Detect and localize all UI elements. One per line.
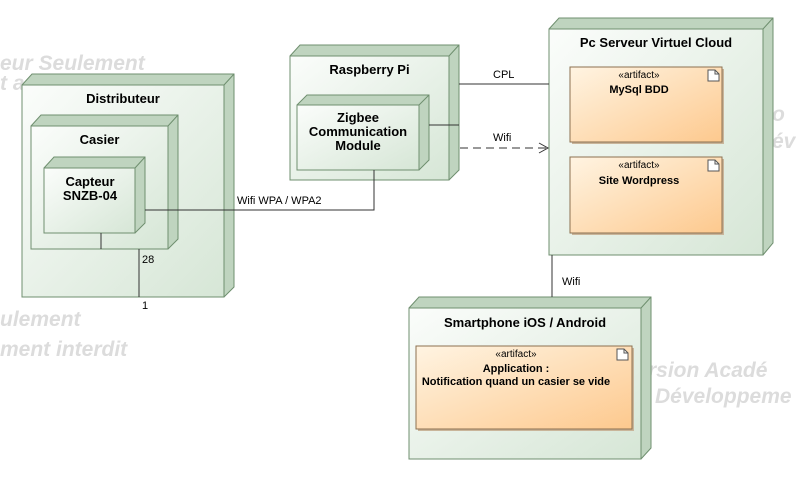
artifact-name-wordpress: Site Wordpress [598, 175, 680, 187]
node-capteur[interactable] [43, 156, 146, 234]
stereotype-application: «artifact» [495, 349, 537, 360]
node-title-distributeur: Distributeur [86, 91, 160, 106]
node-title-casier: Casier [79, 132, 120, 147]
label-multiplicity-1: 1 [142, 300, 149, 312]
watermark-1: eur Seulement [0, 52, 145, 75]
node-title-serveur: Pc Serveur Virtuel Cloud [579, 35, 733, 50]
label-cpl: CPL [493, 69, 515, 81]
node-title-smartphone: Smartphone iOS / Android [443, 315, 607, 330]
node-title-capteur: Capteur SNZB-04 [62, 174, 118, 203]
watermark-8: Développeme [655, 385, 792, 408]
node-title-raspberry: Raspberry Pi [329, 62, 410, 77]
artifact-icon [616, 348, 629, 361]
artifact-application[interactable] [415, 345, 634, 431]
node-zigbee-module[interactable] [296, 94, 430, 171]
label-multiplicity-28: 28 [142, 254, 155, 266]
artifact-name-mysql: MySql BDD [609, 84, 669, 96]
label-wifi-wpa: Wifi WPA / WPA2 [237, 195, 322, 207]
stereotype-wordpress: «artifact» [618, 160, 660, 171]
watermark-6: éve [772, 130, 796, 153]
label-wifi-phone: Wifi [562, 276, 581, 288]
watermark-2: t a [0, 72, 25, 95]
stereotype-mysql: «artifact» [618, 70, 660, 81]
artifact-name-application-line1: Application : [482, 363, 550, 375]
watermark-7: rsion Acadé [648, 359, 768, 382]
artifact-wordpress[interactable] [569, 156, 724, 235]
artifact-name-application-line2: Notification quand un casier se vide [421, 376, 611, 388]
watermark-4: ment interdit [0, 338, 128, 361]
connector-wifi-dashed[interactable] [460, 142, 550, 154]
watermark-3: ulement [0, 308, 81, 331]
connector-casier-distributeur[interactable] [100, 233, 140, 297]
artifact-icon [707, 69, 720, 82]
artifact-icon [707, 159, 720, 172]
connector-wifi-wpa[interactable] [145, 170, 375, 211]
watermark-5: o [772, 103, 785, 126]
artifact-mysql[interactable] [569, 66, 724, 144]
node-title-zigbee: Zigbee Communication Module [308, 110, 408, 153]
label-wifi-dashed: Wifi [493, 132, 512, 144]
